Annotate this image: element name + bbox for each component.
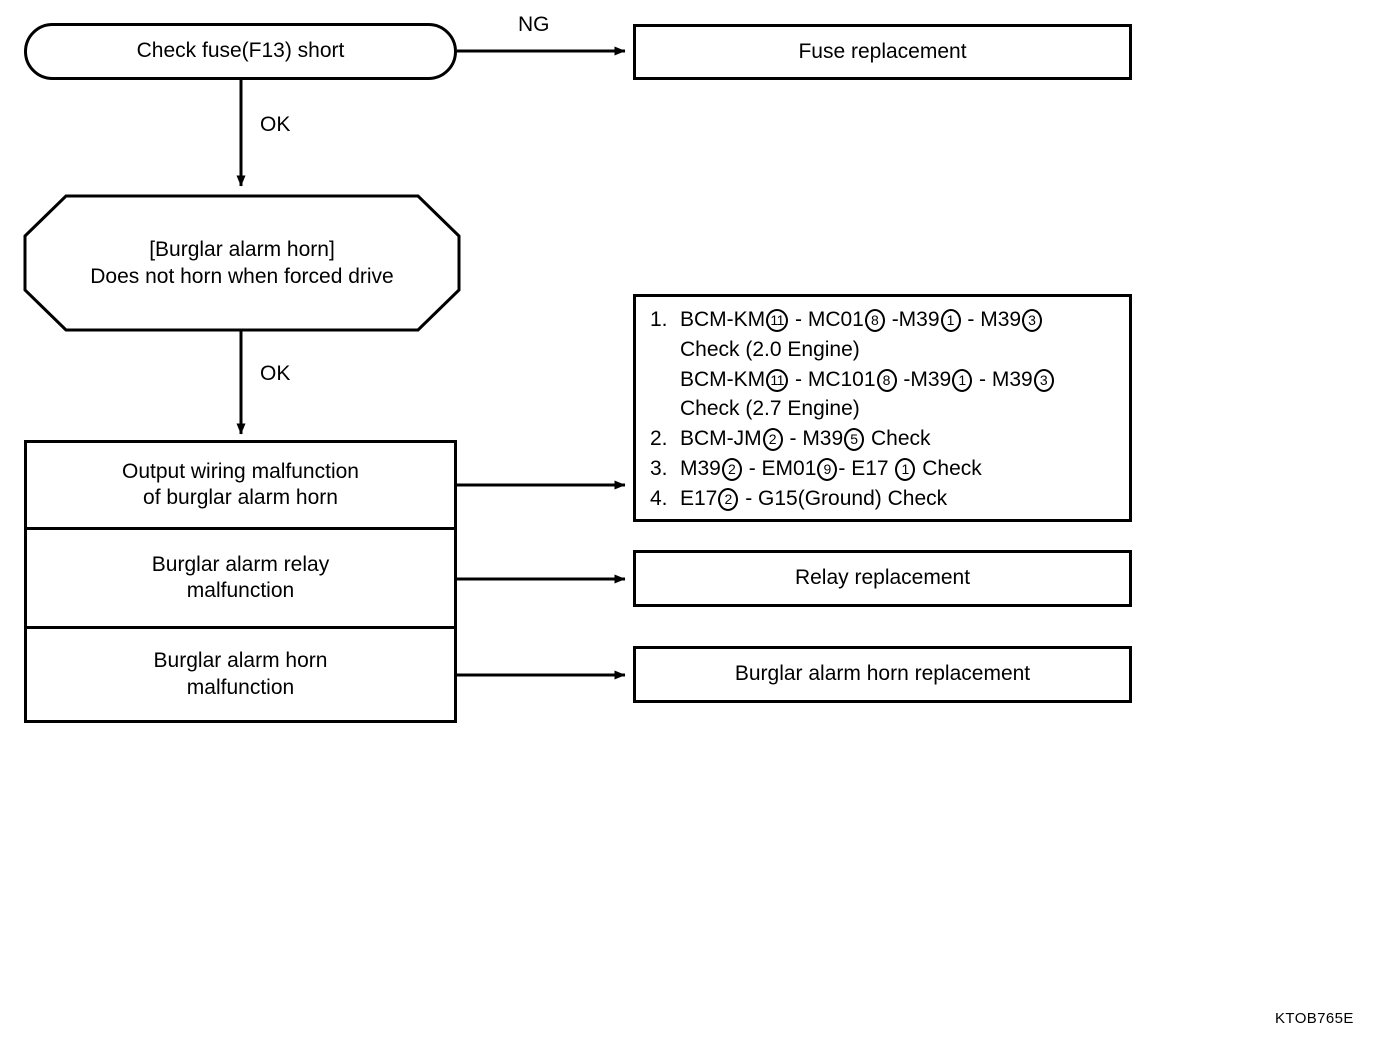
edge-label-ng: NG <box>518 13 550 36</box>
edge-label-ok-2: OK <box>260 362 291 385</box>
checklist-item-number: 2. <box>650 427 668 451</box>
checklist-text-run: Check <box>865 427 931 451</box>
circled-pin-number: 11 <box>766 309 789 332</box>
node-fuse-replacement-label: Fuse replacement <box>798 39 967 63</box>
node-relay-malfunction[interactable]: Burglar alarm relay malfunction <box>27 530 454 629</box>
checklist-item-number: 1. <box>650 308 668 331</box>
figure-code-label: KTOB765E <box>1275 1010 1354 1027</box>
checklist-text-run: Check <box>916 457 982 481</box>
checklist-text-run: - MC01 <box>789 308 864 331</box>
node-relay-malfunction-label: Burglar alarm relay malfunction <box>151 552 330 602</box>
node-fuse-replacement[interactable]: Fuse replacement <box>633 24 1132 80</box>
circled-pin-number: 1 <box>940 309 961 332</box>
checklist-text-run: Check (2.7 Engine) <box>680 397 860 421</box>
node-relay-replacement-label: Relay replacement <box>794 566 971 590</box>
checklist-text-run: - MC101 <box>789 367 876 391</box>
checklist-text-run: - M39 <box>961 308 1022 331</box>
checklist-line: Check (2.7 Engine) <box>650 394 1129 424</box>
node-burglar-symptom-label: [Burglar alarm horn] Does not horn when … <box>90 237 394 288</box>
circled-pin-number: 1 <box>952 368 973 392</box>
checklist-text-run: - M39 <box>973 367 1033 391</box>
node-relay-replacement[interactable]: Relay replacement <box>633 550 1132 607</box>
node-check-fuse-label: Check fuse(F13) short <box>136 39 345 63</box>
circled-pin-number: 1 <box>895 458 916 482</box>
circled-pin-number: 5 <box>844 428 865 452</box>
edge-label-ok-1: OK <box>260 113 291 136</box>
checklist-item-text: Check (2.0 Engine) <box>680 335 860 365</box>
checklist-text-run: Check (2.0 Engine) <box>680 337 860 361</box>
checklist-item-number: 4. <box>650 486 668 510</box>
checklist-text-run: - G15(Ground) Check <box>739 486 948 510</box>
circled-pin-number: 11 <box>766 368 789 392</box>
circled-pin-number: 8 <box>864 309 885 332</box>
node-horn-replacement[interactable]: Burglar alarm horn replacement <box>633 646 1132 703</box>
node-output-wiring-malfunction-label: Output wiring malfunction of burglar ala… <box>122 459 359 509</box>
node-horn-malfunction[interactable]: Burglar alarm horn malfunction <box>27 629 454 720</box>
checklist-text-run: - E17 <box>838 457 895 481</box>
node-output-wiring-malfunction[interactable]: Output wiring malfunction of burglar ala… <box>27 443 454 530</box>
node-burglar-symptom[interactable]: [Burglar alarm horn] Does not horn when … <box>25 196 459 330</box>
circled-pin-number: 2 <box>762 428 783 452</box>
checklist-text-run: - M39 <box>783 427 844 451</box>
checklist-item-text: Check (2.7 Engine) <box>680 394 860 424</box>
checklist-line: Check (2.0 Engine) <box>650 335 1129 365</box>
circled-pin-number: 2 <box>718 487 739 511</box>
circled-pin-number: 3 <box>1022 309 1043 332</box>
checklist-text-run: -M39 <box>885 308 940 331</box>
circled-pin-number: 2 <box>721 458 742 482</box>
malfunction-stack: Output wiring malfunction of burglar ala… <box>24 440 457 723</box>
checklist-text-run: BCM-KM <box>680 308 766 331</box>
checklist-text-run: - EM01 <box>742 457 817 481</box>
circled-pin-number: 8 <box>876 368 897 392</box>
checklist-text-run: M39 <box>680 457 721 481</box>
node-horn-replacement-label: Burglar alarm horn replacement <box>734 662 1031 686</box>
circled-pin-number: 3 <box>1033 368 1054 392</box>
checklist-text-run: BCM-KM <box>680 367 766 391</box>
checklist-text-run: E17 <box>680 486 718 510</box>
node-check-fuse[interactable]: Check fuse(F13) short <box>24 23 457 80</box>
checklist-text-run: -M39 <box>897 367 952 391</box>
circled-pin-number: 9 <box>817 458 838 482</box>
node-horn-malfunction-label: Burglar alarm horn malfunction <box>153 649 328 699</box>
checklist-item-number: 3. <box>650 457 668 481</box>
checklist-text-run: BCM-JM <box>680 427 762 451</box>
